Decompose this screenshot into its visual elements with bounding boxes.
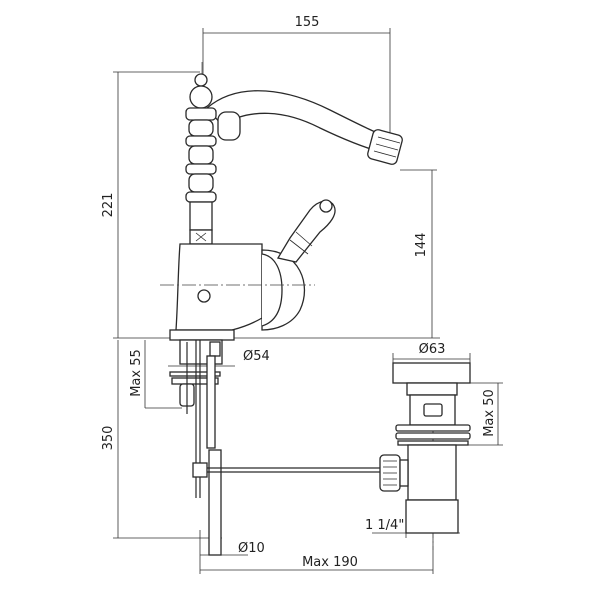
dim-350: 350 — [101, 426, 116, 451]
faucet-body — [160, 62, 403, 345]
dim-221: 221 — [101, 193, 116, 218]
pop-up-waste — [379, 362, 471, 550]
mounting-parts — [169, 329, 395, 556]
dim-1-1-4: 1 1/4" — [365, 518, 404, 533]
dimension-labels: 155 221 144 Max 55 Ø54 350 Ø63 Max 50 1 … — [101, 15, 497, 570]
dim-10: Ø10 — [238, 541, 265, 556]
dim-max-50: Max 50 — [482, 389, 497, 437]
dim-54: Ø54 — [243, 349, 270, 364]
dim-144: 144 — [414, 233, 429, 258]
dim-max-190: Max 190 — [302, 555, 358, 570]
dim-155: 155 — [295, 15, 320, 30]
dim-63: Ø63 — [419, 342, 446, 357]
dim-max-55: Max 55 — [129, 349, 144, 397]
